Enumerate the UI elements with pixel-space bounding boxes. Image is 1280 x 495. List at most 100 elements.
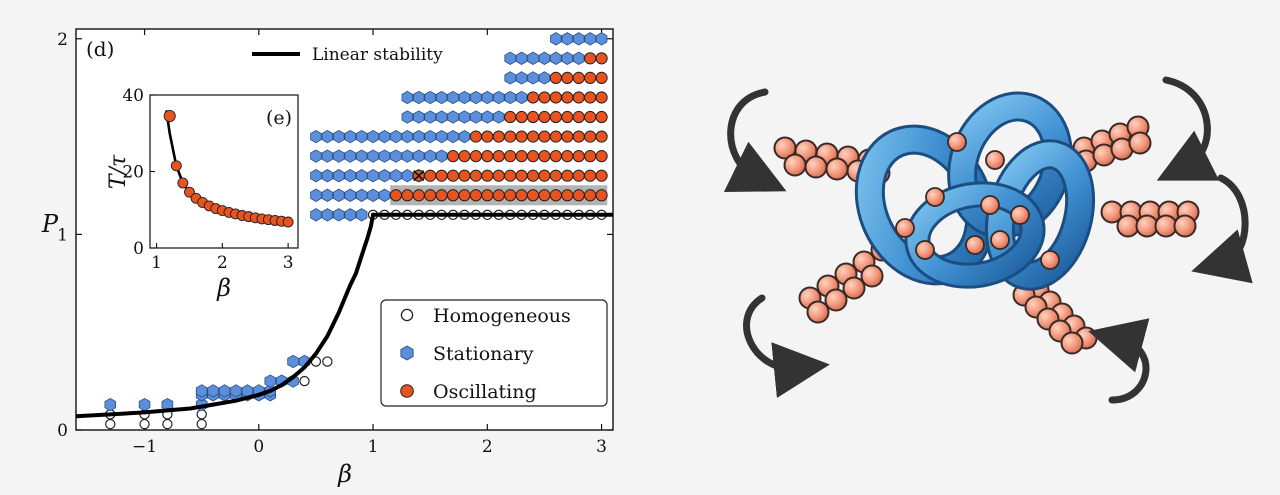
point-stationary	[515, 51, 528, 65]
point-oscillating	[572, 130, 585, 143]
point-oscillating	[526, 91, 540, 104]
point-stationary	[424, 149, 437, 163]
inset-x-tick-label: 1	[151, 253, 162, 273]
point-stationary	[561, 32, 574, 46]
point-stationary	[584, 32, 596, 46]
rotating-knot-illustration	[723, 76, 1253, 404]
bead	[990, 230, 1010, 250]
top-legend-label: Linear stability	[312, 45, 443, 65]
point-oscillating	[446, 150, 460, 163]
point-stationary	[355, 188, 368, 202]
bead	[915, 240, 935, 260]
point-stationary	[470, 110, 482, 124]
point-stationary	[504, 90, 516, 105]
point-stationary	[104, 397, 116, 412]
point-stationary	[321, 149, 334, 163]
x-tick-label: 0	[253, 437, 264, 457]
point-oscillating	[561, 130, 574, 143]
x-tick-label: 2	[482, 437, 493, 457]
legend-marker-oscillating	[400, 384, 414, 398]
point-stationary	[332, 169, 345, 183]
point-stationary	[424, 110, 437, 124]
point-oscillating	[584, 52, 597, 65]
point-oscillating	[584, 110, 597, 124]
point-stationary	[310, 149, 322, 163]
point-oscillating	[561, 189, 574, 202]
point-oscillating	[526, 110, 540, 124]
bead	[1154, 214, 1178, 238]
x-tick-label: −1	[132, 437, 157, 457]
point-homogeneous	[105, 418, 116, 430]
point-stationary	[390, 169, 402, 183]
bead	[985, 150, 1005, 170]
point-stationary	[344, 149, 357, 163]
bead	[895, 218, 915, 238]
point-oscillating	[549, 71, 562, 85]
inset-y-tick-label: 20	[122, 163, 144, 183]
point-oscillating	[572, 189, 585, 202]
point-oscillating	[549, 189, 562, 202]
inner-beads	[895, 132, 1060, 270]
point-stationary	[412, 129, 425, 144]
point-oscillating	[424, 189, 437, 202]
point-oscillating	[561, 110, 574, 124]
point-stationary	[538, 71, 551, 85]
point-stationary	[367, 149, 379, 163]
point-stationary	[492, 90, 505, 105]
point-oscillating	[561, 169, 574, 182]
point-stationary	[504, 71, 516, 85]
bead	[1010, 205, 1030, 225]
point-stationary	[195, 384, 208, 398]
point-stationary	[367, 169, 379, 183]
point-oscillating	[595, 91, 608, 104]
point-stationary	[424, 129, 437, 144]
point-stationary	[492, 110, 505, 124]
point-oscillating	[526, 169, 540, 182]
point-stationary	[332, 149, 345, 163]
point-homogeneous	[322, 356, 333, 367]
point-stationary	[447, 129, 459, 144]
bead	[1060, 331, 1084, 355]
point-stationary	[435, 129, 448, 144]
point-oscillating	[481, 189, 494, 202]
point-stationary	[538, 51, 551, 65]
bead	[925, 187, 945, 207]
point-stationary	[527, 71, 539, 85]
point-homogeneous	[299, 375, 310, 387]
y-axis-label: P	[41, 210, 59, 238]
inset-y-tick-label: 40	[122, 86, 144, 106]
inset-point	[184, 186, 195, 198]
point-oscillating	[492, 150, 505, 163]
point-oscillating	[469, 150, 482, 163]
point-oscillating	[401, 189, 414, 202]
point-oscillating	[469, 189, 482, 202]
point-homogeneous	[196, 418, 207, 430]
point-stationary	[595, 32, 608, 46]
point-oscillating	[412, 189, 425, 202]
point-stationary	[367, 188, 379, 202]
point-oscillating	[538, 189, 551, 202]
point-oscillating	[515, 110, 528, 124]
point-stationary	[435, 90, 448, 105]
knot-ribbon	[854, 91, 1096, 291]
point-stationary	[378, 149, 391, 163]
point-oscillating	[572, 110, 585, 124]
point-stationary	[447, 90, 459, 105]
point-oscillating	[435, 189, 448, 202]
point-stationary	[207, 384, 219, 398]
point-oscillating	[584, 91, 597, 104]
point-stationary	[401, 149, 414, 163]
point-stationary	[310, 129, 322, 144]
point-oscillating	[584, 150, 597, 163]
point-stationary	[344, 188, 357, 202]
point-stationary	[550, 51, 562, 65]
y-tick-label: 1	[57, 225, 68, 245]
point-stationary	[412, 110, 425, 124]
point-oscillating	[515, 169, 528, 182]
point-stationary	[321, 188, 334, 202]
legend-marker-stationary	[400, 345, 414, 361]
point-stationary	[458, 110, 471, 124]
point-stationary	[367, 129, 379, 144]
